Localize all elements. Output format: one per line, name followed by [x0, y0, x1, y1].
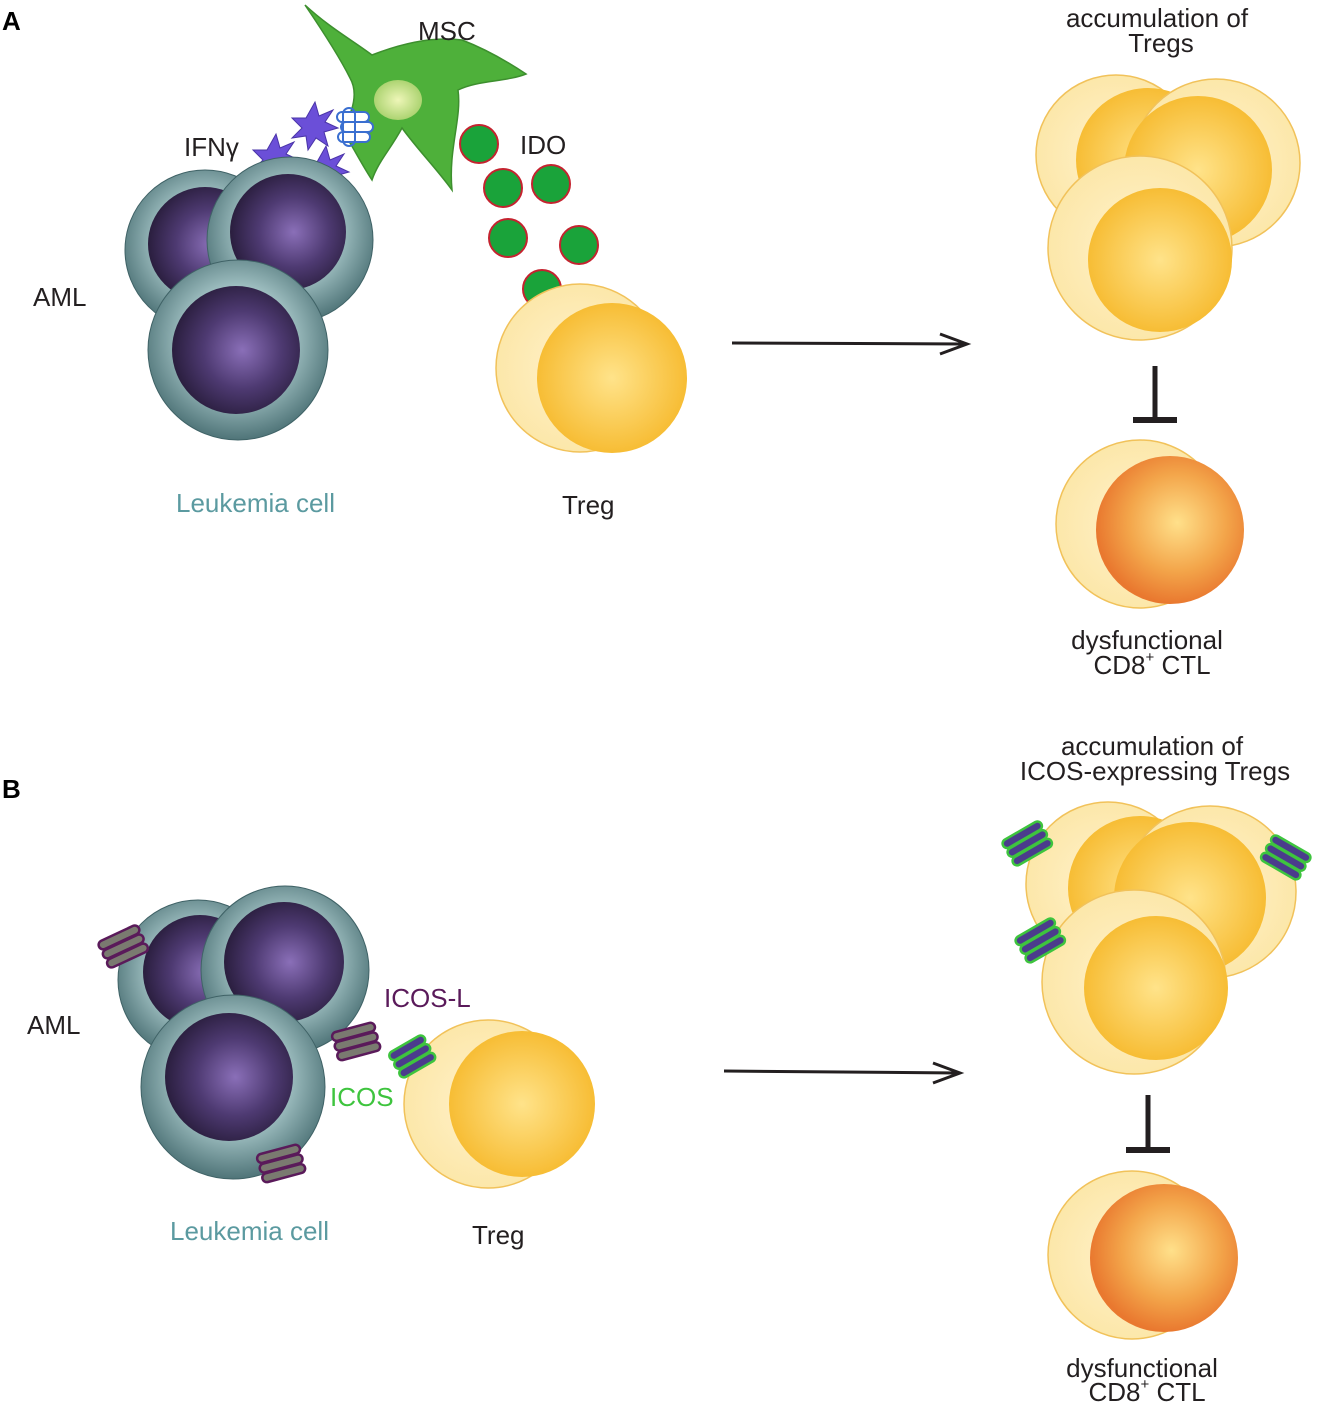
icos-receptor — [388, 1034, 437, 1079]
icos-l-receptor — [330, 1021, 382, 1062]
ctl-label-line2: CD8+ CTL — [1093, 649, 1210, 680]
inhibition-symbol-a — [1133, 366, 1177, 423]
icos-label: ICOS — [330, 1082, 394, 1112]
treg-label: Treg — [562, 490, 615, 520]
arrow-a — [731, 332, 972, 356]
ctl-label-line1: dysfunctional — [1071, 625, 1223, 655]
msc-label: MSC — [418, 16, 476, 46]
aml-cell-nucleus — [230, 174, 346, 290]
panel-a-letter: A — [2, 6, 21, 36]
aml-cell-nucleus — [172, 286, 300, 414]
aml-cell-nucleus — [165, 1013, 293, 1141]
inhibition-symbol-b — [1126, 1095, 1170, 1153]
icos-receptor — [1014, 917, 1067, 964]
ido-molecules — [459, 124, 599, 309]
leukemia-cell-cluster — [124, 156, 374, 441]
ctl-plus: + — [1145, 649, 1154, 666]
aml-cell-nucleus — [224, 902, 344, 1022]
arrow-b — [723, 1061, 965, 1085]
ifn-receptor — [336, 107, 374, 147]
icos-receptor — [1001, 820, 1054, 867]
ifn-star — [290, 100, 340, 152]
ctl-cell — [1055, 439, 1244, 609]
ido-dot — [531, 164, 571, 204]
ctl-rest: CTL — [1154, 650, 1210, 680]
ido-dot — [559, 225, 599, 265]
ctl-cell — [1047, 1170, 1238, 1340]
ctl-cd8: CD8 — [1093, 650, 1145, 680]
accumulation-title-line2: ICOS-expressing Tregs — [1020, 756, 1290, 786]
icos-treg-cluster — [1025, 801, 1297, 1075]
panel-b-letter: B — [2, 774, 21, 804]
ctl-rest: CTL — [1149, 1377, 1205, 1405]
treg-cluster — [1035, 74, 1301, 341]
ctl-label-line2: CD8+ CTL — [1088, 1376, 1205, 1405]
ido-dot — [459, 124, 499, 164]
ido-dot — [488, 218, 528, 258]
icos-receptor — [1259, 834, 1312, 881]
treg-cell — [495, 283, 687, 453]
treg-label: Treg — [472, 1220, 525, 1250]
panel-a: A MSC IFNγ IDO — [2, 3, 1301, 680]
icos-l-receptor — [97, 924, 150, 969]
ido-dot — [483, 168, 523, 208]
msc-nucleus — [374, 80, 422, 120]
icos-ligand-receptors — [97, 924, 382, 1184]
accumulation-title-line2: Tregs — [1128, 28, 1194, 58]
ctl-plus: + — [1140, 1376, 1149, 1393]
ido-label: IDO — [520, 130, 566, 160]
panel-b: B — [2, 731, 1312, 1405]
leukemia-cell-label: Leukemia cell — [170, 1216, 329, 1246]
treg-cell — [403, 1019, 595, 1189]
leukemia-cell-label: Leukemia cell — [176, 488, 335, 518]
aml-label: AML — [27, 1010, 80, 1040]
accumulation-title-line1: accumulation of — [1066, 3, 1249, 33]
ctl-cd8: CD8 — [1088, 1377, 1140, 1405]
ctl-label-line1: dysfunctional — [1066, 1353, 1218, 1383]
aml-label: AML — [33, 282, 86, 312]
ifn-label: IFNγ — [184, 132, 239, 162]
icos-receptors-on-tregs — [1001, 820, 1312, 964]
accumulation-title-line1: accumulation of — [1061, 731, 1244, 761]
leukemia-cell-cluster — [117, 885, 370, 1180]
icos-l-receptor — [255, 1143, 307, 1184]
icos-l-label: ICOS-L — [384, 983, 471, 1013]
